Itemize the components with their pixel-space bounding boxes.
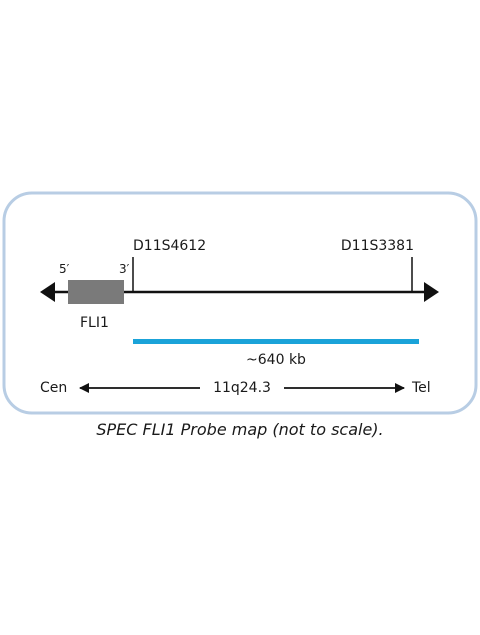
genomic-line-right-arrowhead (424, 282, 439, 302)
figure-caption: SPEC FLI1 Probe map (not to scale). (96, 420, 384, 439)
probe-size-label: ~640 kb (246, 352, 306, 368)
diagram-frame (2, 191, 478, 415)
three-prime-label: 3′ (119, 262, 130, 276)
marker-label-left: D11S4612 (133, 238, 206, 254)
telomere-label: Tel (411, 380, 431, 396)
five-prime-label: 5′ (59, 262, 70, 276)
probe-bar (133, 339, 419, 344)
centromere-label: Cen (40, 380, 67, 396)
gene-box (68, 280, 124, 304)
genomic-line-left-arrowhead (40, 282, 55, 302)
band-label: 11q24.3 (213, 380, 271, 396)
gene-name-label: FLI1 (80, 315, 109, 331)
marker-label-right: D11S3381 (341, 238, 414, 254)
